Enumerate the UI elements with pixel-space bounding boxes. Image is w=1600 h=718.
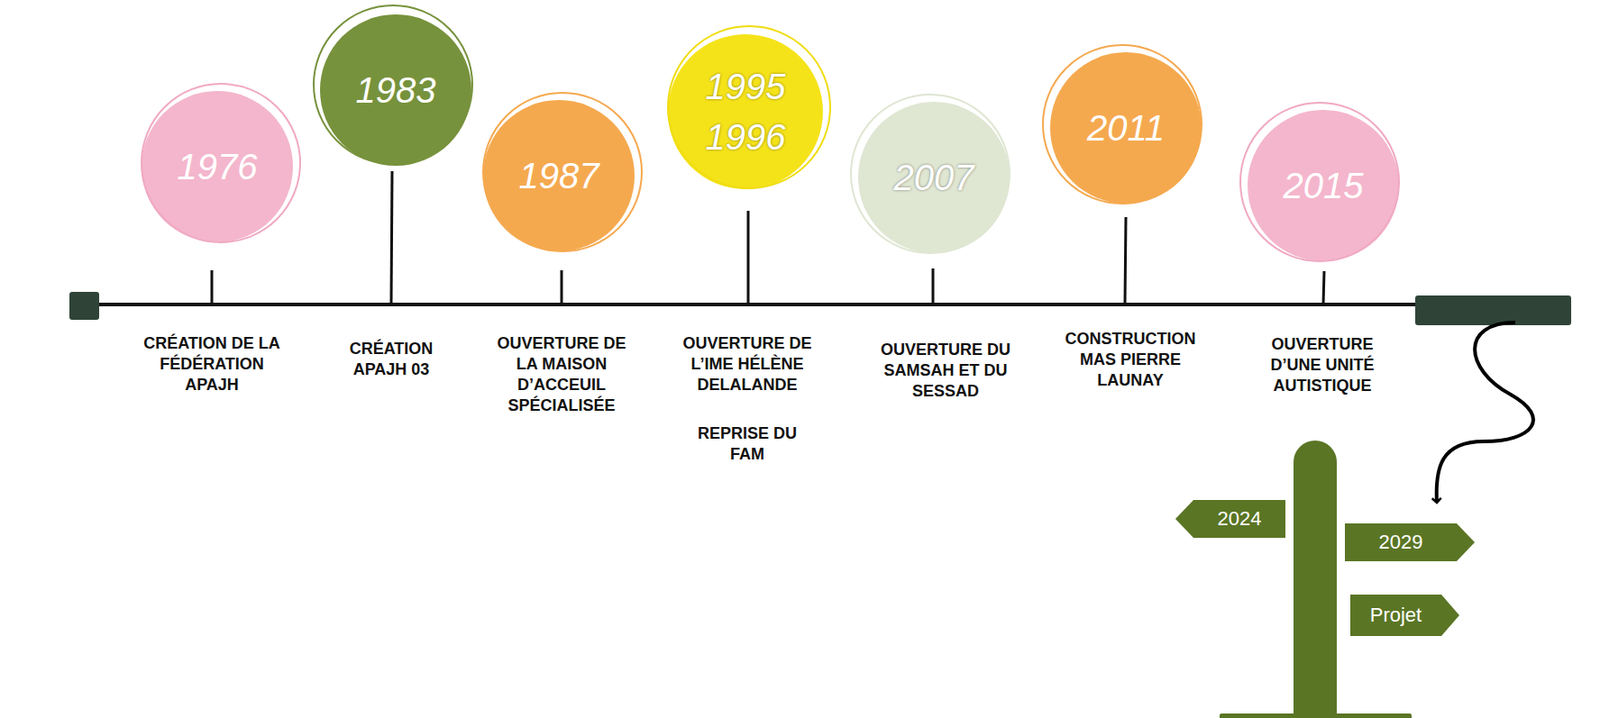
milestone-label: CRÉATION DE LA FÉDÉRATION APAJH [133,333,292,396]
milestone-label: CRÉATION APAJH 03 [340,338,442,381]
sign-label: Projet [1370,603,1422,628]
milestone-label: OUVERTURE DE LA MAISON D’ACCEUIL SPÉCIAL… [489,333,634,417]
signpost-arrow: 2024 [1175,500,1286,539]
year-label: 1983 [356,64,437,116]
circle-ring [850,94,1010,254]
signpost-arrow: Projet [1350,594,1460,637]
circle-ring [313,5,473,165]
circle-shape [666,32,825,192]
circle-ring [1042,45,1202,204]
year-circle: 2015 [1245,108,1401,264]
stem [210,270,214,305]
stem [747,210,750,305]
circle-fill [667,34,823,190]
circle-ring [141,83,301,243]
sign-fill [1175,500,1286,539]
stem [1323,271,1325,305]
circle-fill [320,14,472,166]
signpost-arrow: 2029 [1344,523,1475,562]
year-circle: 19951996 [666,32,825,192]
sign-label: 2029 [1379,530,1424,555]
milestone-label: OUVERTURE DU SAMSAH ET DU SESSAD [873,339,1018,403]
circle-ring [483,92,642,252]
sign-fill [1350,594,1460,637]
circle-ring [1240,102,1399,262]
year-circle: 1983 [318,12,474,168]
milestone-label: CONSTRUCTION MAS PIERRE LAUNAY [1058,329,1203,392]
year-label: 1987 [519,150,600,202]
year-circle: 1976 [139,89,295,245]
sign-fill [1344,523,1475,562]
signpost-pole [1293,440,1337,718]
year-label: 1995 [705,61,787,112]
year-label: 2011 [1087,102,1165,154]
signpost-base [1219,713,1412,718]
stem [560,270,564,305]
stem [932,268,935,305]
milestone-label: OUVERTURE D’UNE UNITÉ AUTISTIQUE [1261,334,1384,397]
curved-arrow [1436,322,1534,503]
milestone-label: REPRISE DU FAM [696,423,798,466]
year-circle: 1987 [481,98,637,254]
year-circle: 2011 [1048,50,1204,206]
year-label: 2007 [894,152,975,203]
timeline-axis [85,302,1425,307]
year-label: 1976 [177,141,258,192]
stem [1124,217,1126,305]
sign-label: 2024 [1217,507,1262,531]
axis-start [69,292,100,320]
year-circle: 2007 [856,100,1012,256]
circle-ring [667,26,831,189]
milestone-label: OUVERTURE DE L’IME HÉLÈNE DELALANDE [675,333,820,396]
year-label: 1996 [705,111,787,163]
stem [391,171,393,305]
year-label: 2015 [1283,160,1364,211]
axis-end [1415,295,1572,326]
